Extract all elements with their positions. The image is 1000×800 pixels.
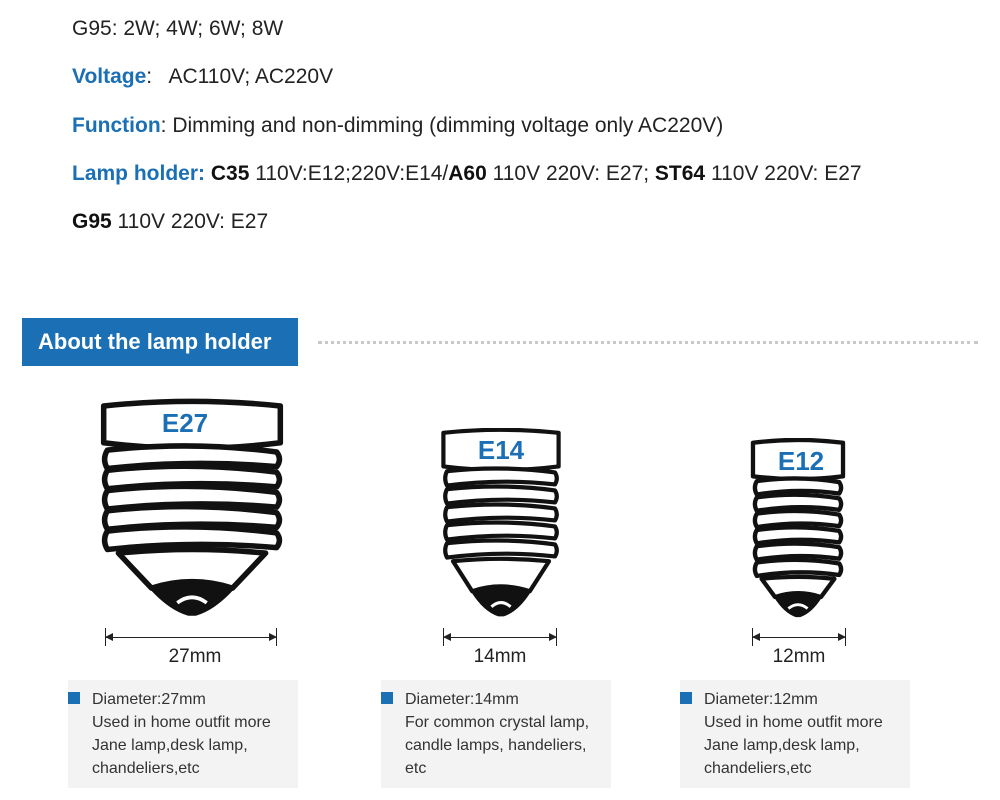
e27-desc-line-2: Jane lamp,desk lamp, xyxy=(92,737,248,754)
voltage-label: Voltage xyxy=(72,65,147,88)
g95-holder-line: G95 110V 220V: E27 xyxy=(72,209,268,235)
g95-watts-text: G95: 2W; 4W; 6W; 8W xyxy=(72,17,284,40)
e27-desc-line-3: chandeliers,etc xyxy=(92,760,200,777)
e12-desc-line-1: Used in home outfit more xyxy=(704,714,883,731)
e12-desc-line-2: Jane lamp,desk lamp, xyxy=(704,737,860,754)
function-value: Dimming and non-dimming (dimming voltage… xyxy=(172,114,724,137)
e27-info-box: Diameter:27mm Used in home outfit more J… xyxy=(68,680,298,788)
e12-info-bullet xyxy=(680,692,692,704)
e14-info-box: Diameter:14mm For common crystal lamp, c… xyxy=(381,680,611,788)
e14-info-bullet xyxy=(381,692,393,704)
voltage-value: AC110V; AC220V xyxy=(168,65,334,88)
e14-bulb-base xyxy=(441,428,561,617)
function-line: Function: Dimming and non-dimming (dimmi… xyxy=(72,113,723,139)
e14-diameter: Diameter:14mm xyxy=(405,691,519,708)
e14-dimension: 14mm xyxy=(473,646,527,667)
e12-dimension: 12mm xyxy=(772,646,826,667)
section-header: About the lamp holder xyxy=(22,318,298,366)
holder-a60: A60 xyxy=(448,162,487,185)
section-divider xyxy=(318,341,978,344)
holder-a60-text: 110V 220V: E27; xyxy=(486,162,655,185)
e12-name: E12 xyxy=(777,446,825,476)
lamp-holder-label: Lamp holder: xyxy=(72,162,206,185)
e12-info-box: Diameter:12mm Used in home outfit more J… xyxy=(680,680,910,788)
holder-c35: C35 xyxy=(210,162,250,185)
holder-st64: ST64 xyxy=(654,162,706,185)
e12-dimension-line xyxy=(752,628,846,648)
e27-bulb-base xyxy=(100,398,284,616)
e12-diameter: Diameter:12mm xyxy=(704,691,818,708)
holder-g95: G95 xyxy=(72,210,112,233)
e27-name: E27 xyxy=(161,408,209,438)
e14-dimension-line xyxy=(443,628,557,648)
e27-info-bullet xyxy=(68,692,80,704)
e27-desc-line-1: Used in home outfit more xyxy=(92,714,271,731)
holder-st64-text: 110V 220V: E27 xyxy=(705,162,862,185)
e14-name: E14 xyxy=(477,435,525,465)
holder-c35-text: 110V:E12;220V:E14/ xyxy=(249,162,449,185)
function-label: Function xyxy=(72,114,161,137)
e14-desc-line-2: candle lamps, handeliers, xyxy=(405,737,587,754)
e27-dimension-line xyxy=(105,628,277,648)
section-title: About the lamp holder xyxy=(38,329,272,354)
e12-desc-line-3: chandeliers,etc xyxy=(704,760,812,777)
voltage-colon: : xyxy=(146,65,153,88)
e12-bulb-base xyxy=(750,438,846,618)
function-colon: : xyxy=(160,114,167,137)
e14-desc-line-3: etc xyxy=(405,760,427,777)
g95-watts-line: G95: 2W; 4W; 6W; 8W xyxy=(72,16,283,42)
e27-diameter: Diameter:27mm xyxy=(92,691,206,708)
e14-desc-line-1: For common crystal lamp, xyxy=(405,714,590,731)
voltage-line: Voltage: AC110V; AC220V xyxy=(72,64,333,90)
lamp-holder-line: Lamp holder: C35 110V:E12;220V:E14/A60 1… xyxy=(72,161,862,187)
e27-dimension: 27mm xyxy=(168,646,222,667)
holder-g95-text: 110V 220V: E27 xyxy=(111,210,269,233)
